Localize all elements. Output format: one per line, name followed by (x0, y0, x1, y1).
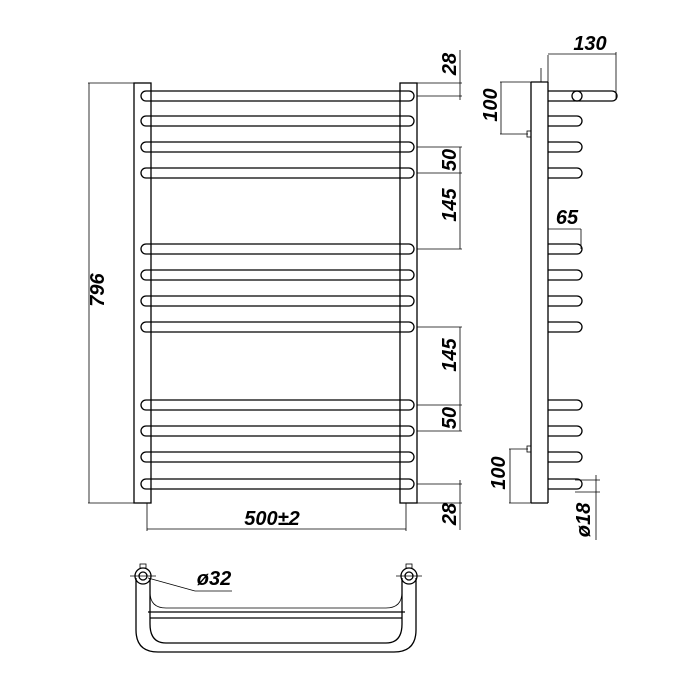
front-bar (140, 451, 415, 463)
side-bar (548, 478, 583, 490)
dim-bottom-offset: 28 (439, 502, 461, 526)
front-bar (140, 399, 415, 411)
front-bar (140, 167, 415, 179)
dim-bar-diameter: ø18 (573, 502, 595, 537)
left-pole (133, 82, 152, 504)
right-pole (399, 82, 418, 504)
front-bar (140, 425, 415, 437)
dim-top-offset: 28 (439, 52, 461, 76)
side-bar (548, 425, 583, 437)
front-bar (140, 141, 415, 153)
dim-gap-small-top: 50 (439, 149, 461, 171)
side-bar (548, 115, 583, 127)
side-bar (548, 295, 583, 307)
side-bar (548, 141, 583, 153)
dim-gap-small-bottom: 50 (439, 407, 461, 429)
side-bar (548, 321, 583, 333)
front-bars (140, 90, 415, 490)
dim-mount-bottom: 100 (488, 456, 510, 489)
front-bar (140, 295, 415, 307)
side-bar (548, 167, 583, 179)
dim-bar-depth: 65 (556, 207, 579, 229)
dim-depth: 130 (573, 33, 606, 55)
dim-gap-large-top: 145 (439, 187, 461, 221)
front-bar (140, 321, 415, 333)
dim-mount-top: 100 (480, 88, 502, 121)
dim-width: 500±2 (244, 508, 299, 530)
side-bars (548, 90, 618, 490)
dim-pole-diameter: ø32 (197, 568, 231, 590)
side-bar (548, 90, 618, 102)
front-bar (140, 243, 415, 255)
front-bar (140, 115, 415, 127)
front-bar (140, 269, 415, 281)
front-view: 796 500±2 28 50 145 145 50 28 (87, 50, 462, 531)
front-bar (140, 90, 415, 102)
dim-height-total: 796 (87, 272, 109, 306)
front-bar (140, 478, 415, 490)
side-view: 130 100 65 100 ø18 (480, 33, 618, 540)
dim-gap-large-bottom: 145 (439, 337, 461, 371)
side-bar (548, 269, 583, 281)
side-bar (548, 399, 583, 411)
side-bar (548, 451, 583, 463)
side-bar (548, 243, 583, 255)
top-view: ø32 (130, 563, 422, 653)
